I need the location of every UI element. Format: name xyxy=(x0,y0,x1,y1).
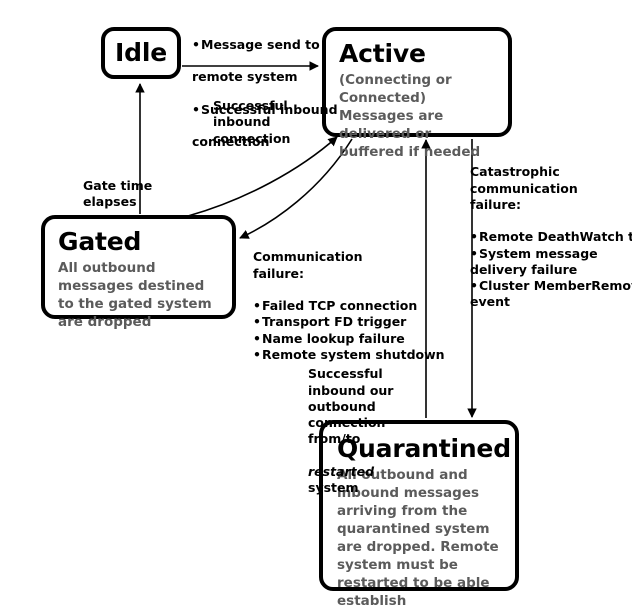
bullet-item: Message send to xyxy=(192,37,327,53)
transition-label-idle-to-active: Message send to remote system Successful… xyxy=(192,4,338,183)
state-title-active: Active xyxy=(339,39,426,68)
bullet-item: Remote system shutdown xyxy=(253,347,445,363)
transition-label-gated-to-idle: Gate time elapses xyxy=(83,178,153,210)
state-description-quarantined: All outbound and inbound messages arrivi… xyxy=(337,467,499,606)
bullet-item-cont: remote system xyxy=(192,69,298,84)
bullet-item: System message xyxy=(470,246,630,262)
label-lines: Successful inbound our outbound connecti… xyxy=(308,366,394,447)
state-box-idle[interactable]: Idle xyxy=(101,27,181,79)
state-title-quarantined: Quarantined xyxy=(337,434,511,463)
bullet-item: Cluster MemberRemoved xyxy=(470,278,632,294)
bullet-list-idle-to-active: Message send to remote system Successful… xyxy=(192,20,338,166)
bullet-item-cont: connection xyxy=(192,134,270,149)
bullet-item: Remote DeathWatch trigger xyxy=(470,229,632,245)
bullet-item: Successful inbound xyxy=(192,102,338,118)
label-heading: Communication failure: xyxy=(253,249,363,281)
bullet-list-active-to-gated: Failed TCP connectionTransport FD trigge… xyxy=(253,298,445,363)
label-last-line: restarted system xyxy=(308,464,428,497)
label-suffix: system xyxy=(308,480,359,495)
state-description-gated: All outbound messages destined to the ga… xyxy=(58,260,212,330)
bullet-item-cont: delivery failure xyxy=(470,261,578,277)
state-title-idle: Idle xyxy=(115,38,167,67)
transition-label-gated-to-active: Successful inbound connection xyxy=(213,98,291,146)
state-box-gated[interactable]: Gated All outbound messages destined to … xyxy=(41,215,236,330)
bullet-item: Transport FD trigger xyxy=(253,314,413,330)
label-italic-word: restarted xyxy=(308,463,375,479)
transition-label-quarantined-to-active: Successful inbound our outbound connecti… xyxy=(308,350,428,513)
state-box-active[interactable]: Active (Connecting or Connected) Message… xyxy=(322,27,512,160)
bullet-item-cont: event xyxy=(470,294,510,310)
state-title-gated: Gated xyxy=(58,227,142,256)
bullet-list-active-to-quarantined: Remote DeathWatch triggerSystem messaged… xyxy=(470,229,632,310)
label-heading: Catastrophic communication failure: xyxy=(470,164,578,212)
bullet-item: Name lookup failure xyxy=(253,331,413,347)
state-description-active: (Connecting or Connected) Messages are d… xyxy=(339,72,481,160)
transition-label-active-to-quarantined: Catastrophic communication failure: Remo… xyxy=(470,148,632,327)
state-box-quarantined[interactable]: Quarantined All outbound and inbound mes… xyxy=(319,420,519,606)
transition-label-active-to-gated: Communication failure: Failed TCP connec… xyxy=(253,233,445,379)
bullet-item: Failed TCP connection xyxy=(253,298,417,314)
